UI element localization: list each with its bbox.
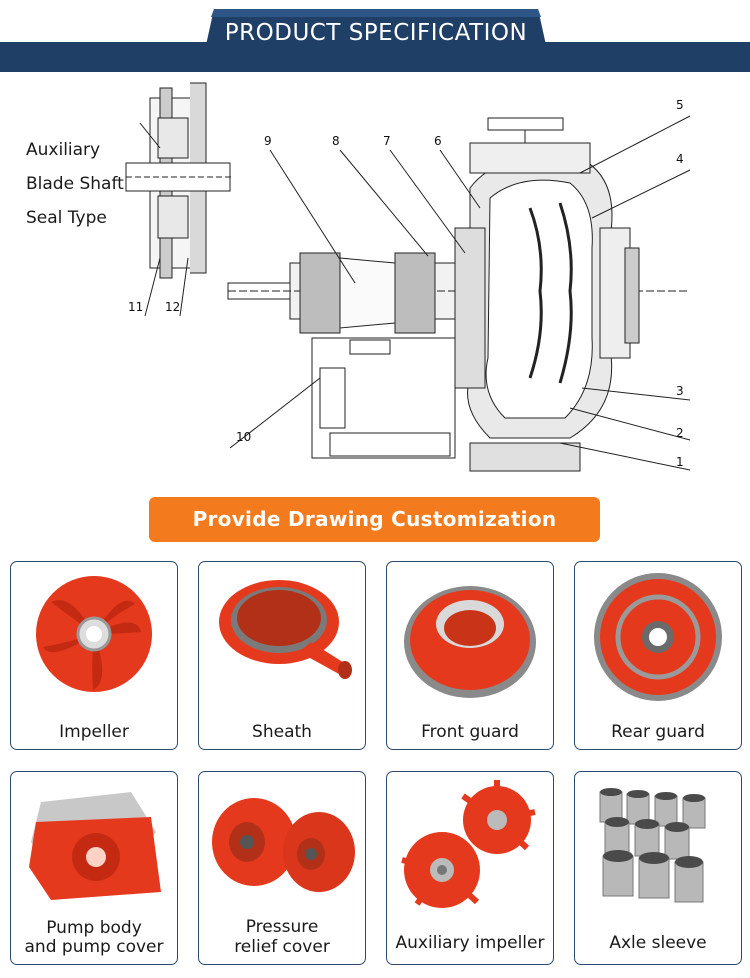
- callout-5: 5: [676, 98, 684, 112]
- pump-drawing: [125, 82, 691, 472]
- part-card-axle-sleeve[interactable]: Axle sleeve: [574, 771, 742, 965]
- header-tab: [200, 9, 552, 72]
- pump-body-icon: [11, 772, 177, 922]
- part-card-impeller[interactable]: Impeller: [10, 561, 178, 750]
- rear-guard-icon: [575, 562, 741, 712]
- callout-10: 10: [236, 430, 252, 444]
- callout-11: 11: [128, 300, 144, 314]
- callout-4: 4: [676, 152, 684, 166]
- callout-8: 8: [332, 134, 340, 148]
- seal-label-line-2: Blade Shaft: [26, 174, 124, 194]
- part-name-pump-body-line-1: Pump body: [46, 918, 142, 938]
- pump-cross-section-diagram: Auxiliary Blade Shaft Seal Type 1 2 3 4 …: [0, 78, 750, 488]
- part-card-pump-body[interactable]: Pump body and pump cover: [10, 771, 178, 965]
- callout-2: 2: [676, 426, 684, 440]
- axle-sleeve-icon: [575, 772, 741, 922]
- pressure-relief-cover-icon: [199, 772, 365, 922]
- part-name-sheath: Sheath: [252, 722, 312, 742]
- callout-3: 3: [676, 384, 684, 398]
- part-name-rear-guard: Rear guard: [611, 722, 705, 742]
- impeller-icon: [11, 562, 177, 712]
- seal-label-line-1: Auxiliary: [26, 140, 101, 160]
- part-card-pressure-relief-cover[interactable]: Pressure relief cover: [198, 771, 366, 965]
- part-card-auxiliary-impeller[interactable]: Auxiliary impeller: [386, 771, 554, 965]
- part-card-sheath[interactable]: Sheath: [198, 561, 366, 750]
- part-name-impeller: Impeller: [59, 722, 129, 742]
- page-title: PRODUCT SPECIFICATION: [224, 20, 528, 46]
- part-card-rear-guard[interactable]: Rear guard: [574, 561, 742, 750]
- part-name-auxiliary-impeller: Auxiliary impeller: [395, 933, 545, 953]
- drawing-customization-banner[interactable]: Provide Drawing Customization: [149, 497, 600, 542]
- callout-6: 6: [434, 134, 442, 148]
- callout-1: 1: [676, 455, 684, 469]
- part-name-axle-sleeve: Axle sleeve: [609, 933, 707, 953]
- seal-label-line-3: Seal Type: [26, 208, 107, 228]
- front-guard-icon: [387, 562, 553, 712]
- part-name-pump-body-line-2: and pump cover: [24, 937, 164, 957]
- callout-7: 7: [383, 134, 391, 148]
- sheath-icon: [199, 562, 365, 712]
- part-name-front-guard: Front guard: [421, 722, 519, 742]
- callout-12: 12: [165, 300, 181, 314]
- part-card-front-guard[interactable]: Front guard: [386, 561, 554, 750]
- auxiliary-impeller-icon: [387, 772, 553, 922]
- part-name-pressure-relief-line-1: Pressure: [245, 917, 319, 937]
- callout-9: 9: [264, 134, 272, 148]
- part-name-pressure-relief-line-2: relief cover: [234, 937, 330, 957]
